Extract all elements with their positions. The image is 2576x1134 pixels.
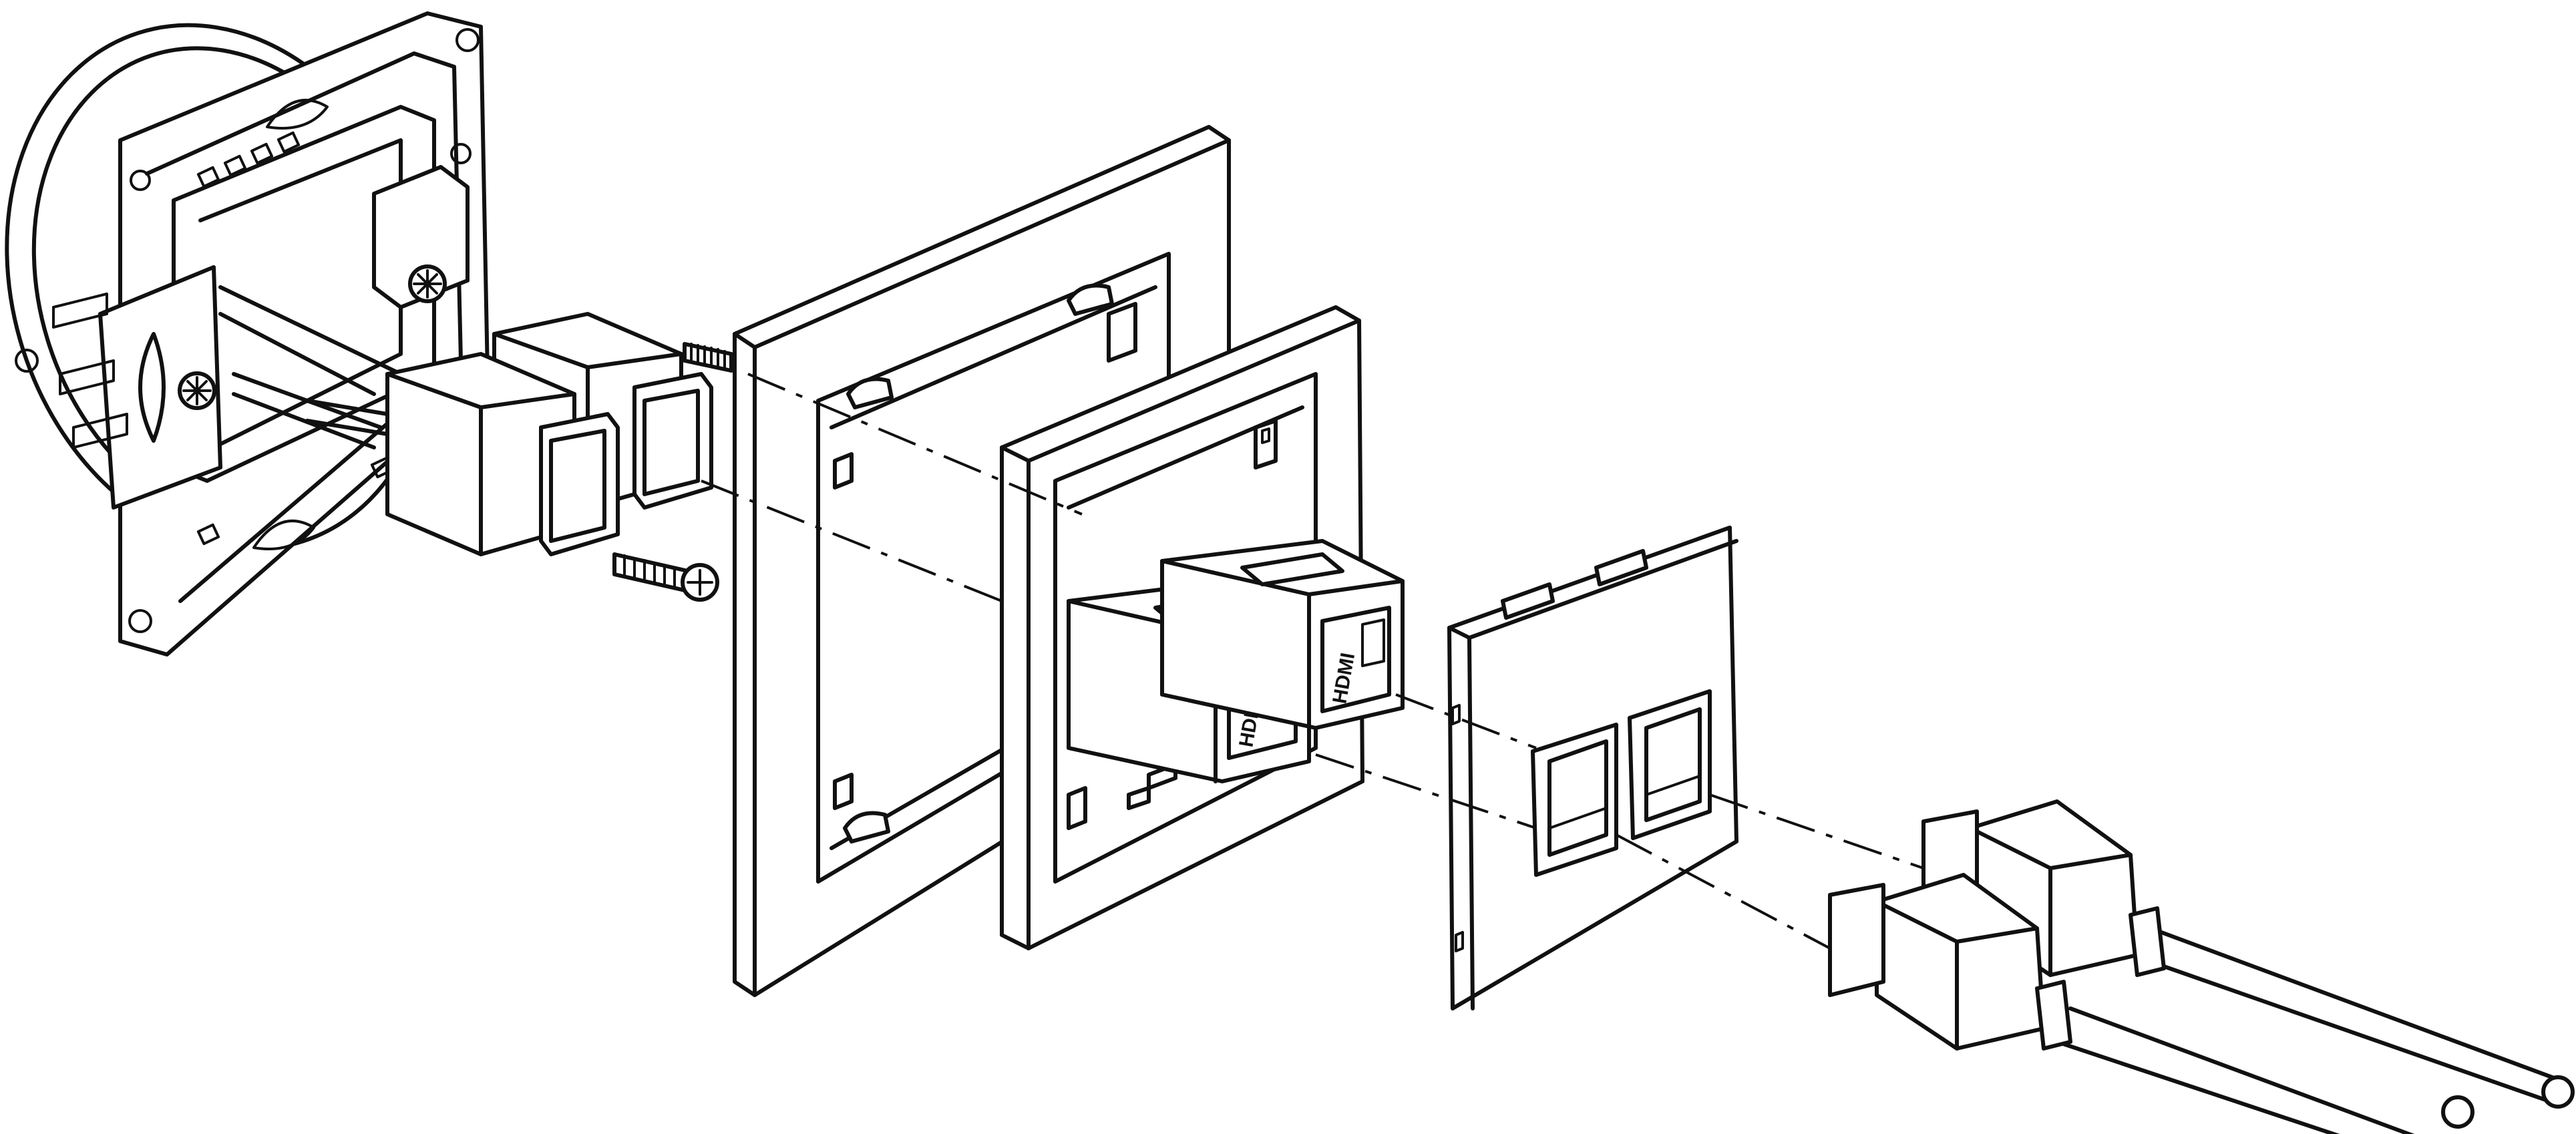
alignment-lines [701, 373, 1924, 950]
fixing-screw-upper [683, 342, 733, 373]
faceplate [1447, 526, 1738, 1010]
wall-box-mounting-frame [5, 11, 490, 656]
fixing-screw-lower [612, 552, 719, 602]
hdmi-coupler-module-right: HDMI [1160, 539, 1405, 730]
rear-hdmi-plug-lower [305, 352, 620, 556]
faceplate-port-left [1531, 723, 1618, 877]
front-hdmi-plug-lower [1828, 873, 2474, 1134]
faceplate-port-right [1628, 689, 1712, 840]
